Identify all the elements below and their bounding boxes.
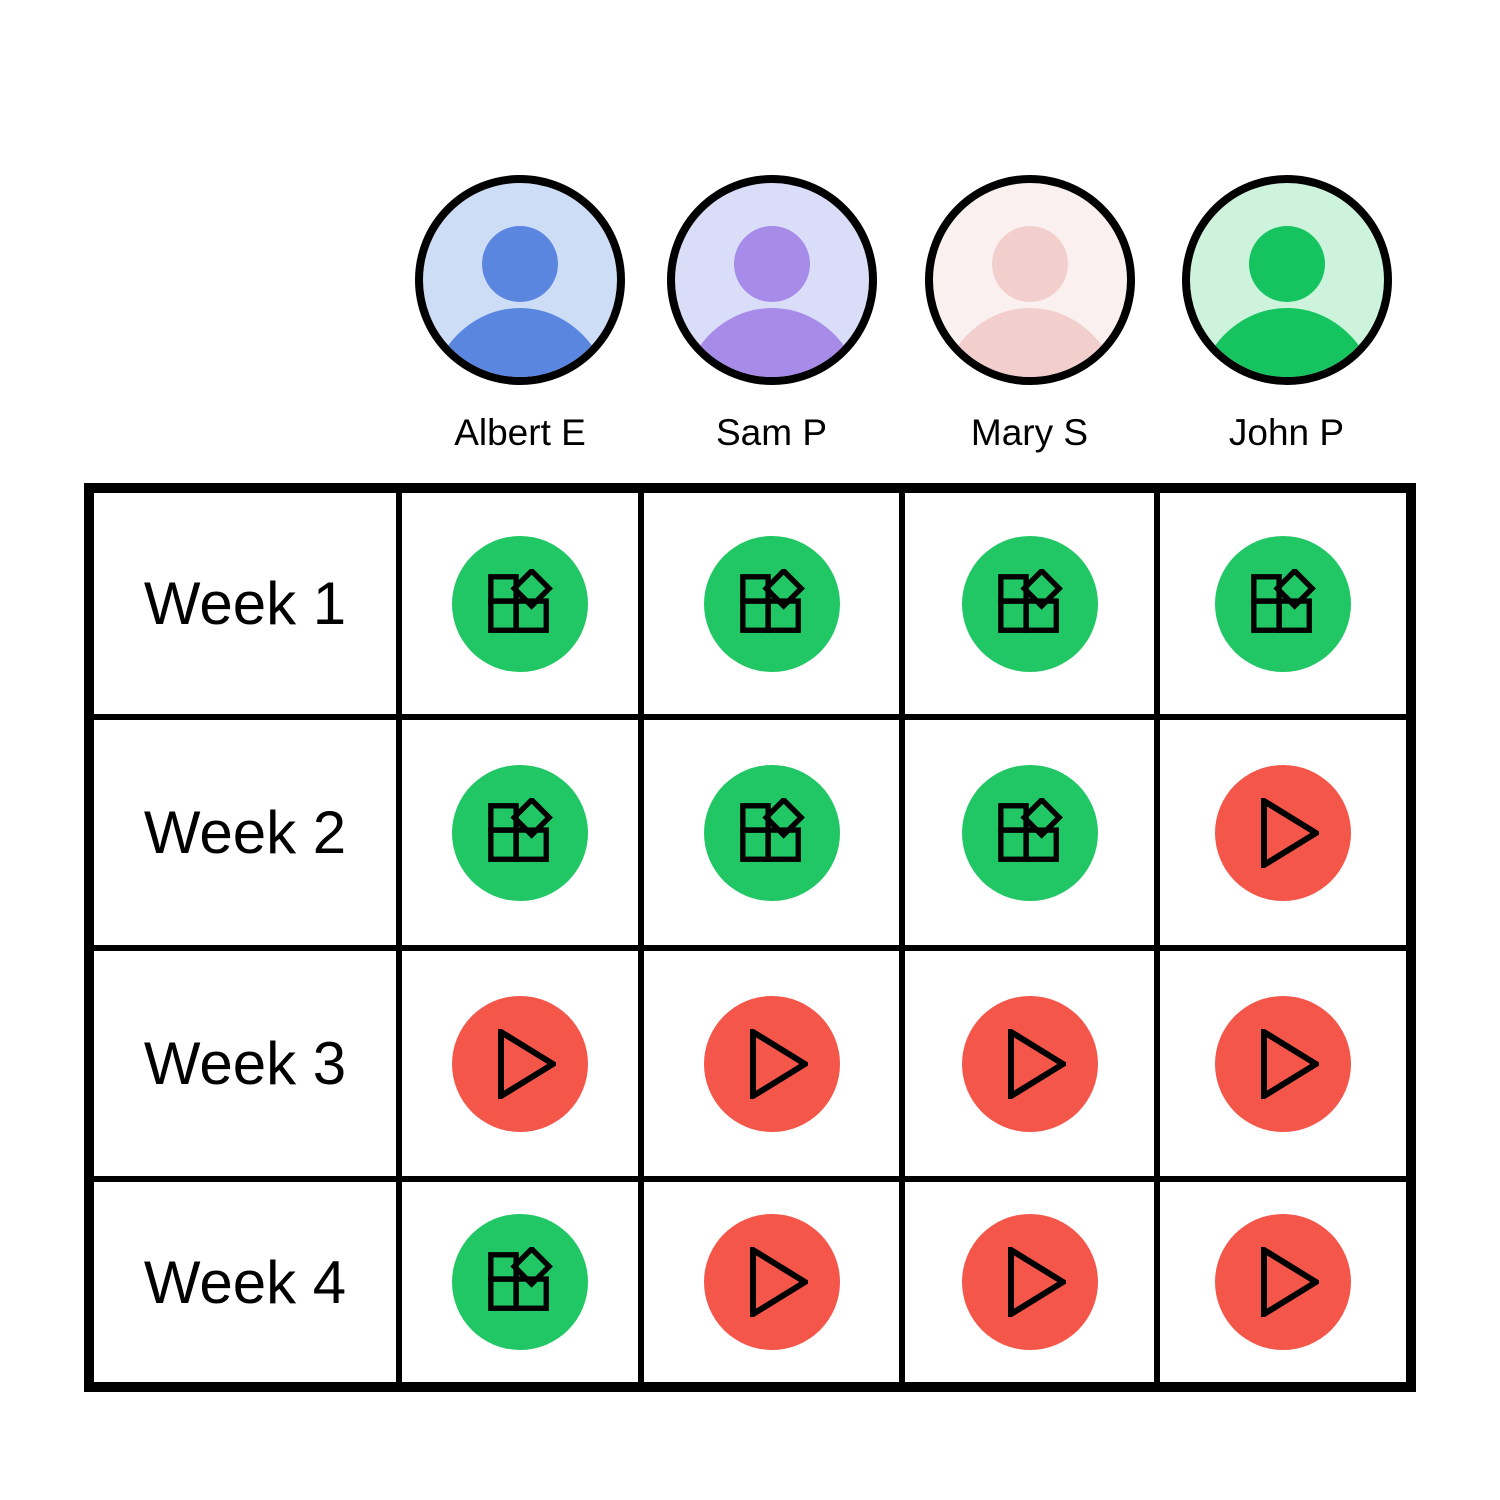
status-circle [452, 1214, 588, 1350]
week-label-cell: Week 4 [94, 1182, 396, 1382]
play-icon [1007, 1028, 1066, 1099]
blocks-icon [1251, 568, 1316, 633]
avatar-head [482, 226, 558, 302]
status-cell [905, 951, 1154, 1176]
status-circle [452, 764, 588, 901]
status-circle [1215, 995, 1351, 1132]
status-circle [452, 535, 588, 672]
person-name: Albert E [454, 412, 586, 453]
status-circle [703, 535, 840, 672]
status-circle [452, 995, 588, 1132]
play-icon [1261, 1247, 1319, 1317]
status-cell [402, 1182, 638, 1382]
week-label-cell: Week 2 [94, 720, 396, 945]
status-cell [1160, 1182, 1406, 1382]
avatar-head [991, 226, 1068, 302]
status-circle [1215, 1214, 1351, 1350]
person-column-header: Mary S [902, 174, 1157, 455]
blocks-icon [997, 568, 1063, 633]
person-avatar-icon [924, 175, 1135, 385]
status-cell [1160, 493, 1406, 714]
status-circle [961, 535, 1098, 672]
avatar-shoulders [679, 308, 864, 377]
status-cell [402, 493, 638, 714]
status-table: Week 1 Week 2 [84, 483, 1416, 1392]
person-column-header: Albert E [399, 174, 641, 455]
play-icon [749, 1028, 808, 1099]
week-label: Week 1 [143, 570, 347, 637]
status-cell [905, 720, 1154, 945]
status-circle [961, 995, 1098, 1132]
person-name: Sam P [715, 412, 828, 453]
status-cell [905, 493, 1154, 714]
blocks-icon [997, 797, 1063, 862]
status-circle [1215, 764, 1351, 901]
person-column-header: Sam P [641, 174, 902, 455]
play-icon [1261, 797, 1319, 868]
play-icon [498, 1028, 556, 1099]
play-icon [1261, 1028, 1319, 1099]
week-label: Week 4 [143, 1248, 347, 1316]
status-cell [644, 720, 899, 945]
person-avatar-icon [415, 175, 625, 385]
status-circle [961, 764, 1098, 901]
status-circle [703, 764, 840, 901]
blocks-icon [488, 797, 553, 862]
status-cell [644, 1182, 899, 1382]
status-cell [402, 951, 638, 1176]
week-label-cell: Week 3 [94, 951, 396, 1176]
status-cell [1160, 720, 1406, 945]
week-label: Week 3 [143, 1030, 347, 1097]
blocks-icon [739, 568, 805, 633]
person-column-header: John P [1157, 174, 1416, 455]
play-icon [749, 1247, 808, 1317]
person-name: Mary S [970, 412, 1089, 453]
person-name: John P [1228, 412, 1345, 453]
status-cell [1160, 951, 1406, 1176]
week-label: Week 2 [143, 799, 347, 866]
people-header: Albert E Sam P Mary S [84, 174, 1416, 455]
week-label-cell: Week 1 [94, 493, 396, 714]
status-cell [905, 1182, 1154, 1382]
status-cell [644, 493, 899, 714]
avatar-shoulders [937, 308, 1122, 377]
person-avatar-icon [1181, 175, 1392, 385]
status-circle [1215, 535, 1351, 672]
status-cell [402, 720, 638, 945]
avatar-head [1248, 226, 1325, 302]
status-cell [644, 951, 899, 1176]
status-circle [703, 995, 840, 1132]
status-circle [703, 1214, 840, 1350]
header-spacer [84, 174, 399, 455]
status-circle [961, 1214, 1098, 1350]
person-avatar-icon [666, 175, 877, 385]
avatar-head [733, 226, 810, 302]
blocks-icon [739, 797, 805, 862]
avatar-shoulders [428, 308, 612, 377]
avatar-shoulders [1194, 308, 1379, 377]
blocks-icon [488, 1247, 553, 1311]
blocks-icon [488, 568, 553, 633]
play-icon [1007, 1247, 1066, 1317]
